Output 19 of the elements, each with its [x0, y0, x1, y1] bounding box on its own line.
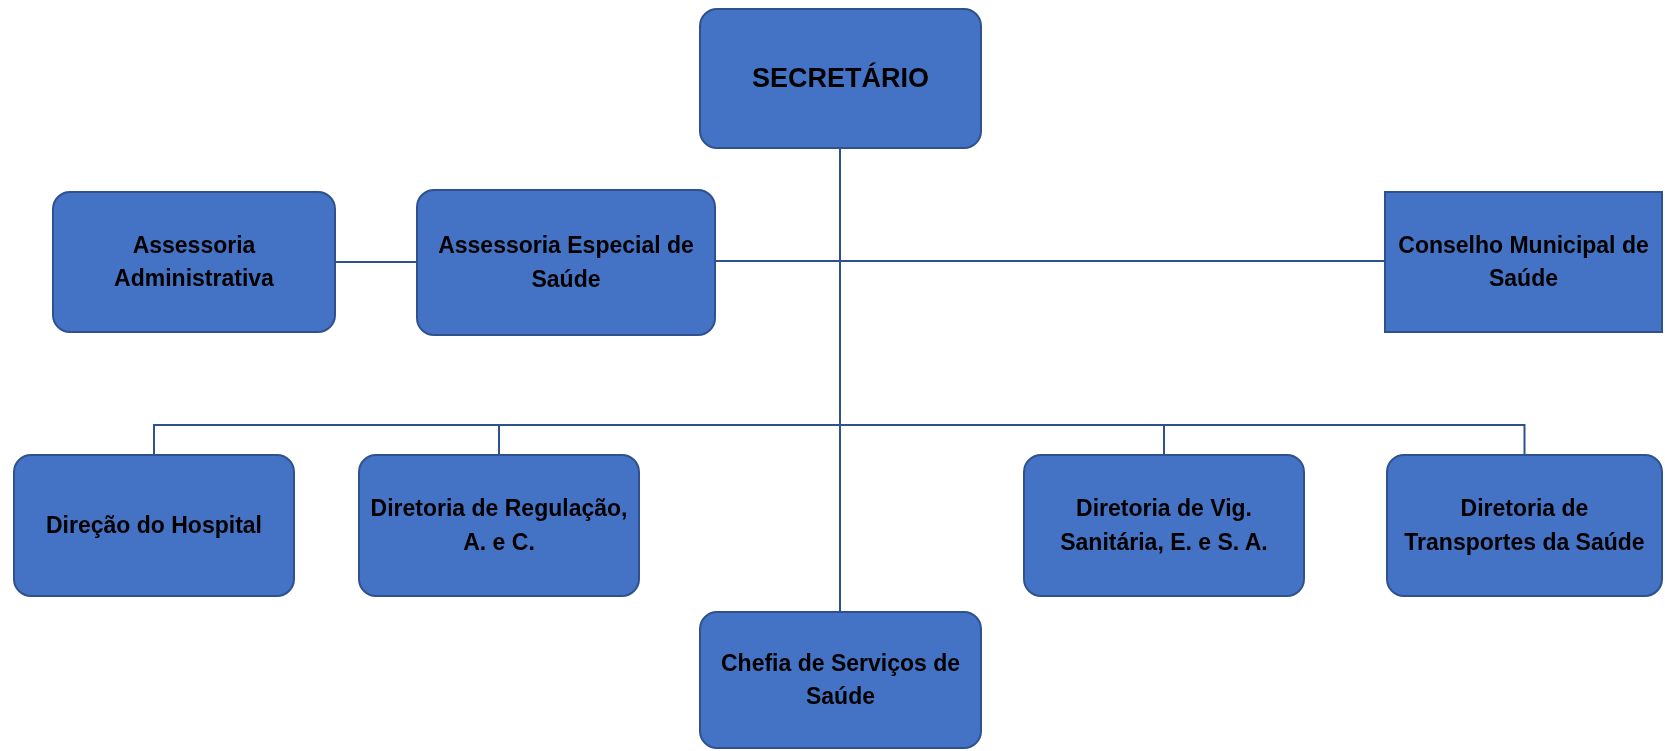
box-label: Assessoria Administrativa: [113, 230, 275, 293]
box-label: SECRETÁRIO: [752, 61, 929, 95]
unit-box: [358, 454, 640, 597]
unit-box: [699, 611, 982, 749]
unit-box: [13, 454, 295, 597]
box-label: Conselho Municipal de Saúde: [1397, 230, 1650, 293]
box-label: Chefia de Serviços de Saúde: [719, 648, 961, 711]
unit-box: [416, 189, 716, 336]
box-label: Assessoria Especial de Saúde: [437, 231, 695, 294]
box-label: Diretoria de Regulação, A. e C.: [369, 494, 629, 557]
unit-box: [52, 191, 336, 333]
council-box: [1384, 191, 1663, 333]
box-label: Diretoria de Transportes da Saúde: [1403, 494, 1646, 557]
unit-box: [1023, 454, 1305, 597]
box-label: Diretoria de Vig. Sanitária, E. e S. A.: [1059, 494, 1269, 557]
connector-line: [335, 261, 417, 263]
unit-box: [1386, 454, 1663, 597]
box-label: Direção do Hospital: [46, 510, 262, 540]
top-box: [699, 8, 982, 149]
